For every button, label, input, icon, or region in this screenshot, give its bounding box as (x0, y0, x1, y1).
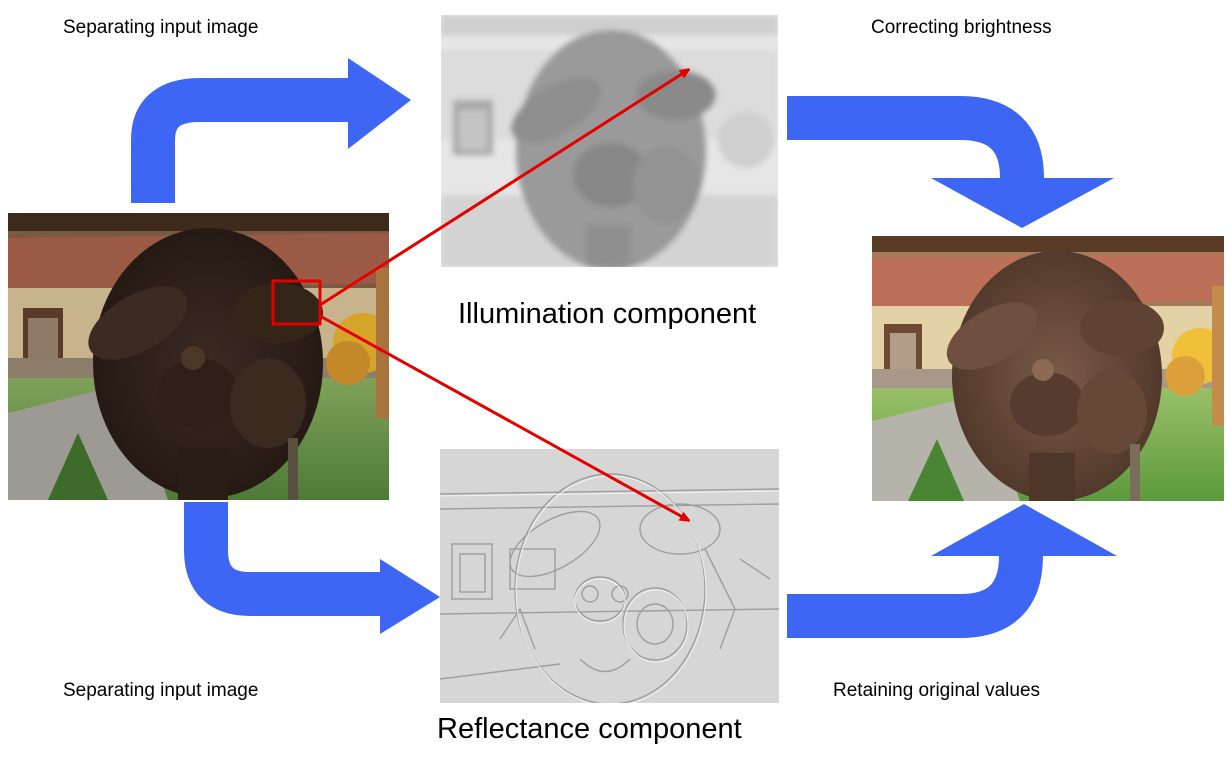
red-arrow-to-illumination (319, 70, 688, 307)
caption-bottom-left: Separating input image (63, 680, 259, 701)
output-image (872, 236, 1224, 501)
caption-bottom-right: Retaining original values (833, 680, 1041, 701)
flow-arrow-to-output-bottom (787, 504, 1117, 638)
flow-arrow-to-reflectance (184, 502, 440, 634)
reflectance-image (440, 449, 779, 703)
highlight-box (271, 279, 322, 326)
reflectance-label: Reflectance component (437, 713, 742, 745)
flow-arrow-to-illumination (131, 58, 411, 203)
input-image (8, 213, 389, 500)
caption-top-right: Correcting brightness (871, 17, 1052, 38)
caption-top-left: Separating input image (63, 17, 259, 38)
flow-arrow-to-output-top (787, 96, 1114, 228)
illumination-image (441, 15, 778, 267)
red-arrow-to-reflectance (319, 314, 688, 520)
illumination-label: Illumination component (458, 298, 757, 330)
